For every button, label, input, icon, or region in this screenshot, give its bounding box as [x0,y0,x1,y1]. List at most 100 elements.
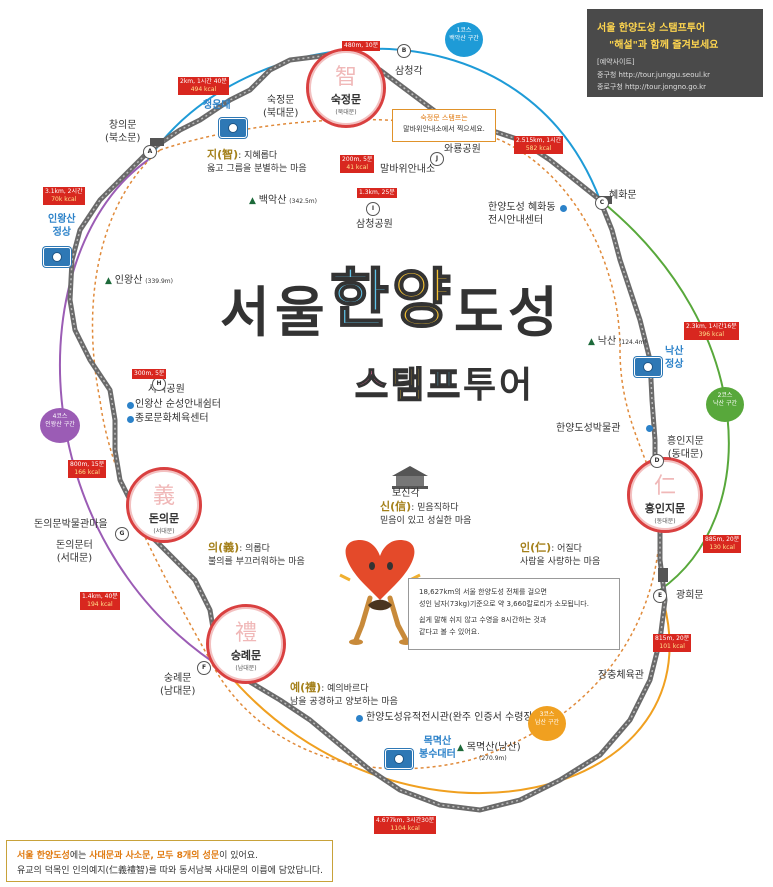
gate-heunginjimun[interactable]: 仁 흥인지문 (동대문) [627,457,703,533]
main-title-line2: 스 탬 프 투 어 [355,364,532,407]
gate-name: 돈의문 [148,512,180,525]
reservation-info-box: 서울 한양도성 스탬프투어 "해설"과 함께 즐겨보세요 [예약사이트] 중구청… [587,9,763,97]
label-sajik: 사직공원 [148,384,185,395]
stamp-camera-icon-inwangsan[interactable] [43,247,71,267]
dot-inwang-center [127,402,134,409]
label-mokmyeoksan: ▲ 목멱산(남산)(270.9m) [457,742,521,762]
dot-heritage-center [356,715,363,722]
label-changuimun: 창의문 (북소문) [105,120,141,144]
title-char-2: 울 [275,281,325,344]
node-e: E [653,589,667,603]
virtue-sin: 신(信): 믿음직하다 믿음이 있고 성실한 마음 [380,500,471,527]
bugaksan-name: 백악산 [258,195,287,206]
stamp-note-line1: 숙정문 스탬프는 [420,114,468,122]
dot-museum [646,425,653,432]
distance-badge: 1.3km, 25분 [357,188,397,198]
title-char-5: 도 [454,281,504,344]
virtue-title: 의(義) [208,541,240,554]
stamp-camera-icon-naksan[interactable] [634,357,662,377]
virtue-title: 신(信) [380,500,412,513]
virtue-desc1: : 믿음직하다 [411,503,459,513]
label-naksan-peak: 낙산 정상 [665,346,684,370]
gate-hanja: 智 [334,65,357,90]
node-g: G [115,527,129,541]
dot-jongno-gym [127,416,134,423]
bottom-explanation-box: 서울 한양도성에는 사대문과 사소문, 모두 8개의 성문이 있어요. 유교의 … [6,840,333,882]
label-malbawi: 말바위안내소 [380,164,436,175]
gate-name: 흥인지문 [644,502,686,515]
title-char-4: 양 [392,263,451,337]
label-heungin-small: 흥인지문 (동대문) [667,436,704,460]
node-d: D [650,454,664,468]
label-sungnyemun-small: 숭례문 (남대문) [160,673,196,697]
dot-hyehwa-center [560,205,567,212]
virtue-desc2: 믿음이 있고 성실한 마음 [380,515,472,526]
gate-hanja: 義 [152,484,175,509]
label-inwangsan-peak: 인왕산 정상 [48,214,76,238]
course4-route [58,159,226,671]
label-sukjeongmun-small: 숙정문 (북대문) [263,95,299,119]
info-subtitle: "해설"과 함께 즐겨보세요 [609,40,719,51]
bottom-line1: 서울 한양도성에는 사대문과 사소문, 모두 8개의 성문이 있어요. [17,851,258,861]
subtitle-char-4: 투 [463,365,496,406]
gate-sub: (동대문) [654,518,676,525]
gate-hanja: 仁 [653,474,676,499]
label-hyehwa-center: 한양도성 혜화동 전시안내센터 [488,202,556,226]
info-site-junggu[interactable]: 중구청 http://tour.junggu.seoul.kr [597,71,711,79]
calorie-note-line2: 성인 남자(73kg)기준으로 약 3,660칼로리가 소모됩니다. [419,600,589,608]
label-mokmyeok-beacon: 목멱산 봉수대터 [419,736,456,760]
stamp-camera-icon-mokmyeok[interactable] [385,749,413,769]
calorie-note-line3: 쉽게 말해 쉬지 않고 수영을 8시간하는 것과 [419,616,547,624]
node-h: H [152,377,166,391]
gate-hanja: 禮 [234,621,257,646]
mokmyeoksan-height: (270.9m) [479,755,507,762]
virtue-in: 인(仁): 어질다 사람을 사랑하는 마음 [520,541,600,568]
label-naksan: ▲ 낙산 (124.4m) [588,336,647,347]
info-title: 서울 한양도성 스탬프투어 [597,23,706,34]
stamp-note-line2: 말바위안내소에서 찍으세요. [403,125,485,133]
mokmyeoksan-name: 목멱산(남산) [466,742,521,753]
label-jangchung: 장충체육관 [598,670,644,681]
calorie-note-line1: 18,627km의 서울 한양도성 전체를 걸으면 [419,588,547,596]
node-b: B [397,44,411,58]
gate-sungnyemun[interactable]: 禮 숭례문 (남대문) [206,604,286,684]
heart-character [339,540,421,645]
naksan-height: (124.4m) [619,339,647,346]
gate-donuimun[interactable]: 義 돈의문 (서대문) [126,467,202,543]
calorie-note: 18,627km의 서울 한양도성 전체를 걸으면 성인 남자(73kg)기준으… [408,578,620,650]
distance-badge: 300m, 5분 [132,369,167,379]
node-c: C [595,196,609,210]
label-samcheong-park: 삼청공원 [356,219,393,230]
virtue-title: 예(禮) [290,681,322,694]
gate-sukjeongmun[interactable]: 智 숙정문 (북대문) [306,48,386,128]
virtue-desc1: : 의롭다 [239,544,270,554]
node-i: I [366,202,380,216]
node-j: J [430,152,444,166]
gate-name: 숭례문 [230,649,262,662]
label-donuimun-site: 돈의문터 (서대문) [56,540,93,564]
bottom-line2: 유교의 덕목인 인의예지(仁義禮智)를 따와 동서남북 사대문의 이름에 담았답… [17,866,324,876]
subtitle-char-2: 탬 [391,365,424,406]
node-f: F [197,661,211,675]
info-site-jongno[interactable]: 종로구청 http://tour.jongno.go.kr [597,83,707,91]
inwangsan-height: (339.9m) [145,278,173,285]
stamp-camera-icon-cheongundae[interactable] [219,118,247,138]
calorie-note-line4: 같다고 볼 수 있어요. [419,628,480,636]
bosingak-icon [392,466,428,489]
label-donui-village: 돈의문박물관마을 [34,519,108,530]
label-inwang-center: 인왕산 순성안내쉼터 [135,399,221,410]
label-hyehwamun: 혜화문 [609,190,637,201]
